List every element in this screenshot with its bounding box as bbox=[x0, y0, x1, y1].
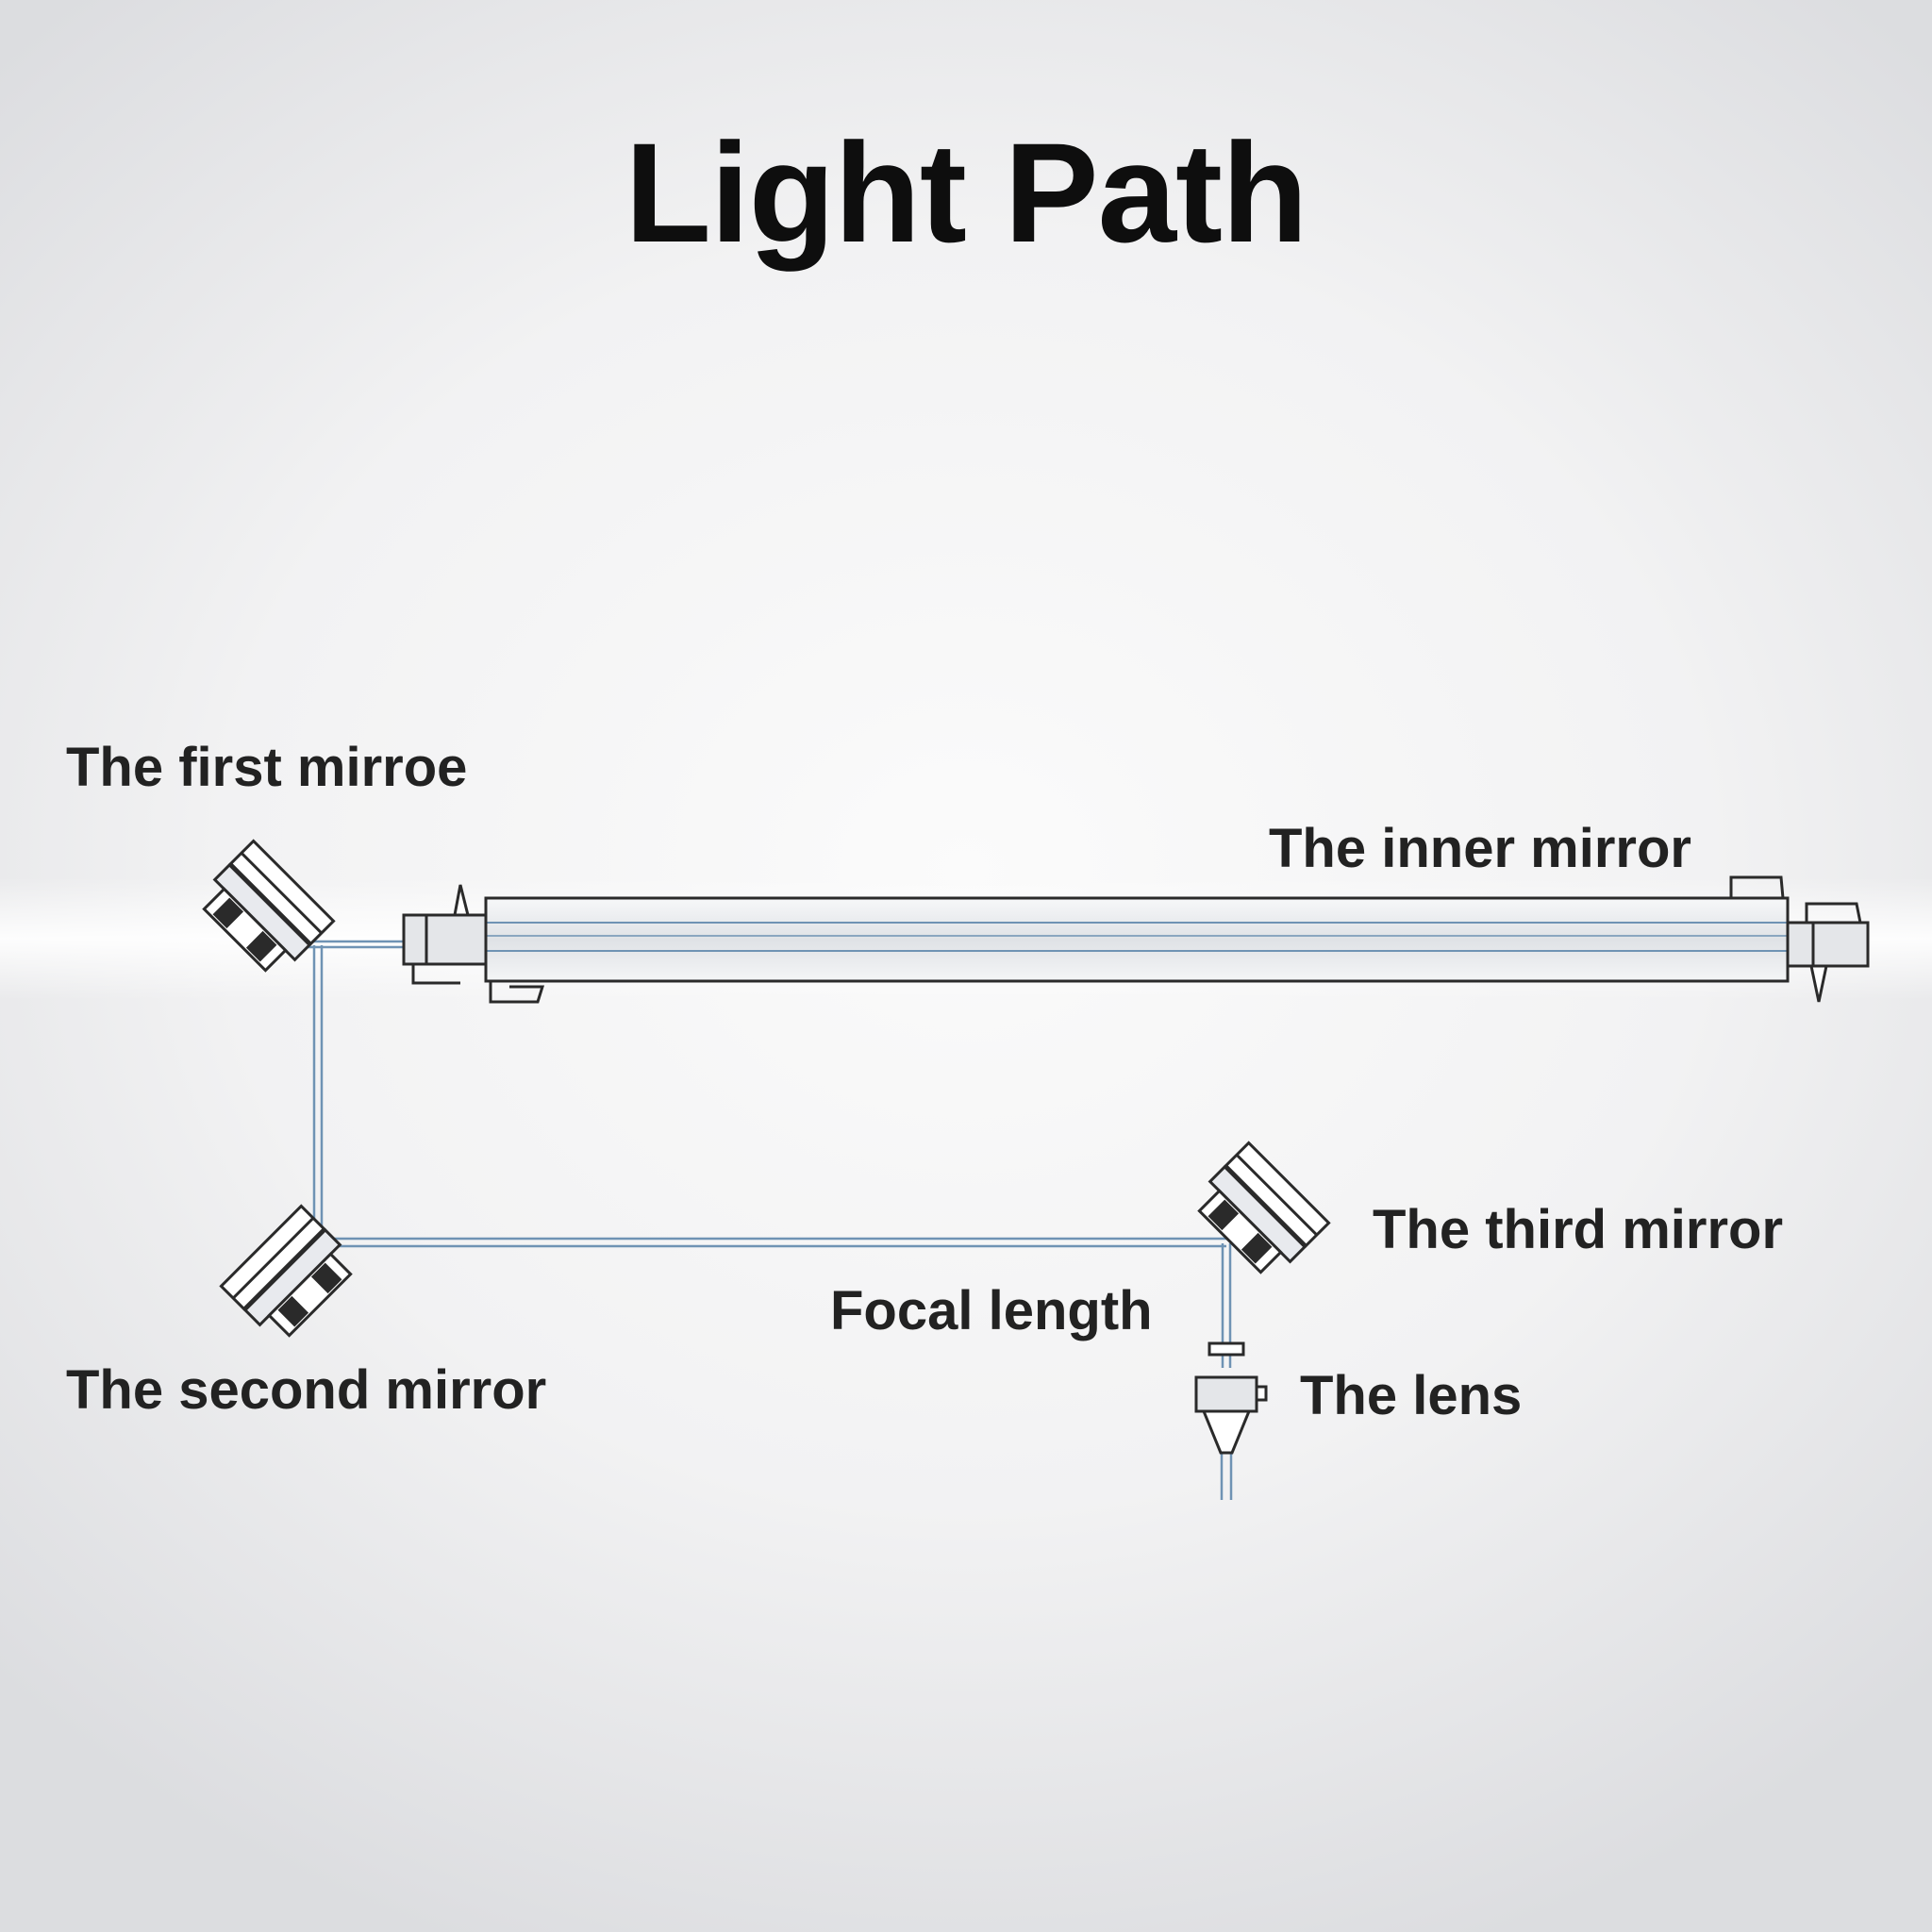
lens-assembly bbox=[1194, 1341, 1268, 1455]
first-mirror-line bbox=[240, 852, 323, 935]
lens-side-knob bbox=[1255, 1385, 1268, 1402]
first-mirror-screw-left bbox=[212, 897, 244, 929]
laser-tube bbox=[402, 875, 1870, 1004]
third-mirror-line bbox=[1235, 1154, 1318, 1237]
lens-body bbox=[1194, 1375, 1258, 1413]
tube-right-bracket bbox=[1729, 875, 1785, 899]
label-third-mirror: The third mirror bbox=[1373, 1199, 1784, 1260]
tube-left-bracket bbox=[489, 981, 545, 1004]
tube-right-cap bbox=[1786, 921, 1870, 968]
tube-left-cap bbox=[402, 913, 488, 966]
laser-beam bbox=[245, 940, 1233, 1500]
tube-right-spike bbox=[1809, 964, 1828, 1003]
label-first-mirror: The first mirroe bbox=[66, 737, 468, 798]
label-focal-length: Focal length bbox=[830, 1280, 1153, 1341]
diagram-title: Light Path bbox=[625, 113, 1307, 272]
lens-nozzle bbox=[1201, 1409, 1252, 1455]
second-mirror-line bbox=[232, 1217, 315, 1300]
tube-body bbox=[484, 896, 1790, 983]
label-lens: The lens bbox=[1300, 1365, 1523, 1426]
third-mirror-screw-right bbox=[1241, 1232, 1273, 1264]
label-second-mirror: The second mirror bbox=[66, 1359, 547, 1421]
first-mirror bbox=[202, 839, 336, 973]
third-mirror bbox=[1197, 1141, 1331, 1274]
tube-right-clip-upper bbox=[1805, 902, 1862, 924]
second-mirror-screw-left bbox=[277, 1295, 309, 1327]
second-mirror bbox=[219, 1204, 353, 1338]
lens-top-ring bbox=[1208, 1341, 1245, 1357]
first-mirror-screw-right bbox=[245, 930, 277, 962]
second-mirror-screw-right bbox=[310, 1262, 342, 1294]
tube-left-spike bbox=[453, 884, 470, 917]
tube-left-clip-lower bbox=[411, 962, 460, 985]
third-mirror-screw-left bbox=[1208, 1199, 1240, 1231]
label-inner-mirror: The inner mirror bbox=[1269, 818, 1691, 879]
